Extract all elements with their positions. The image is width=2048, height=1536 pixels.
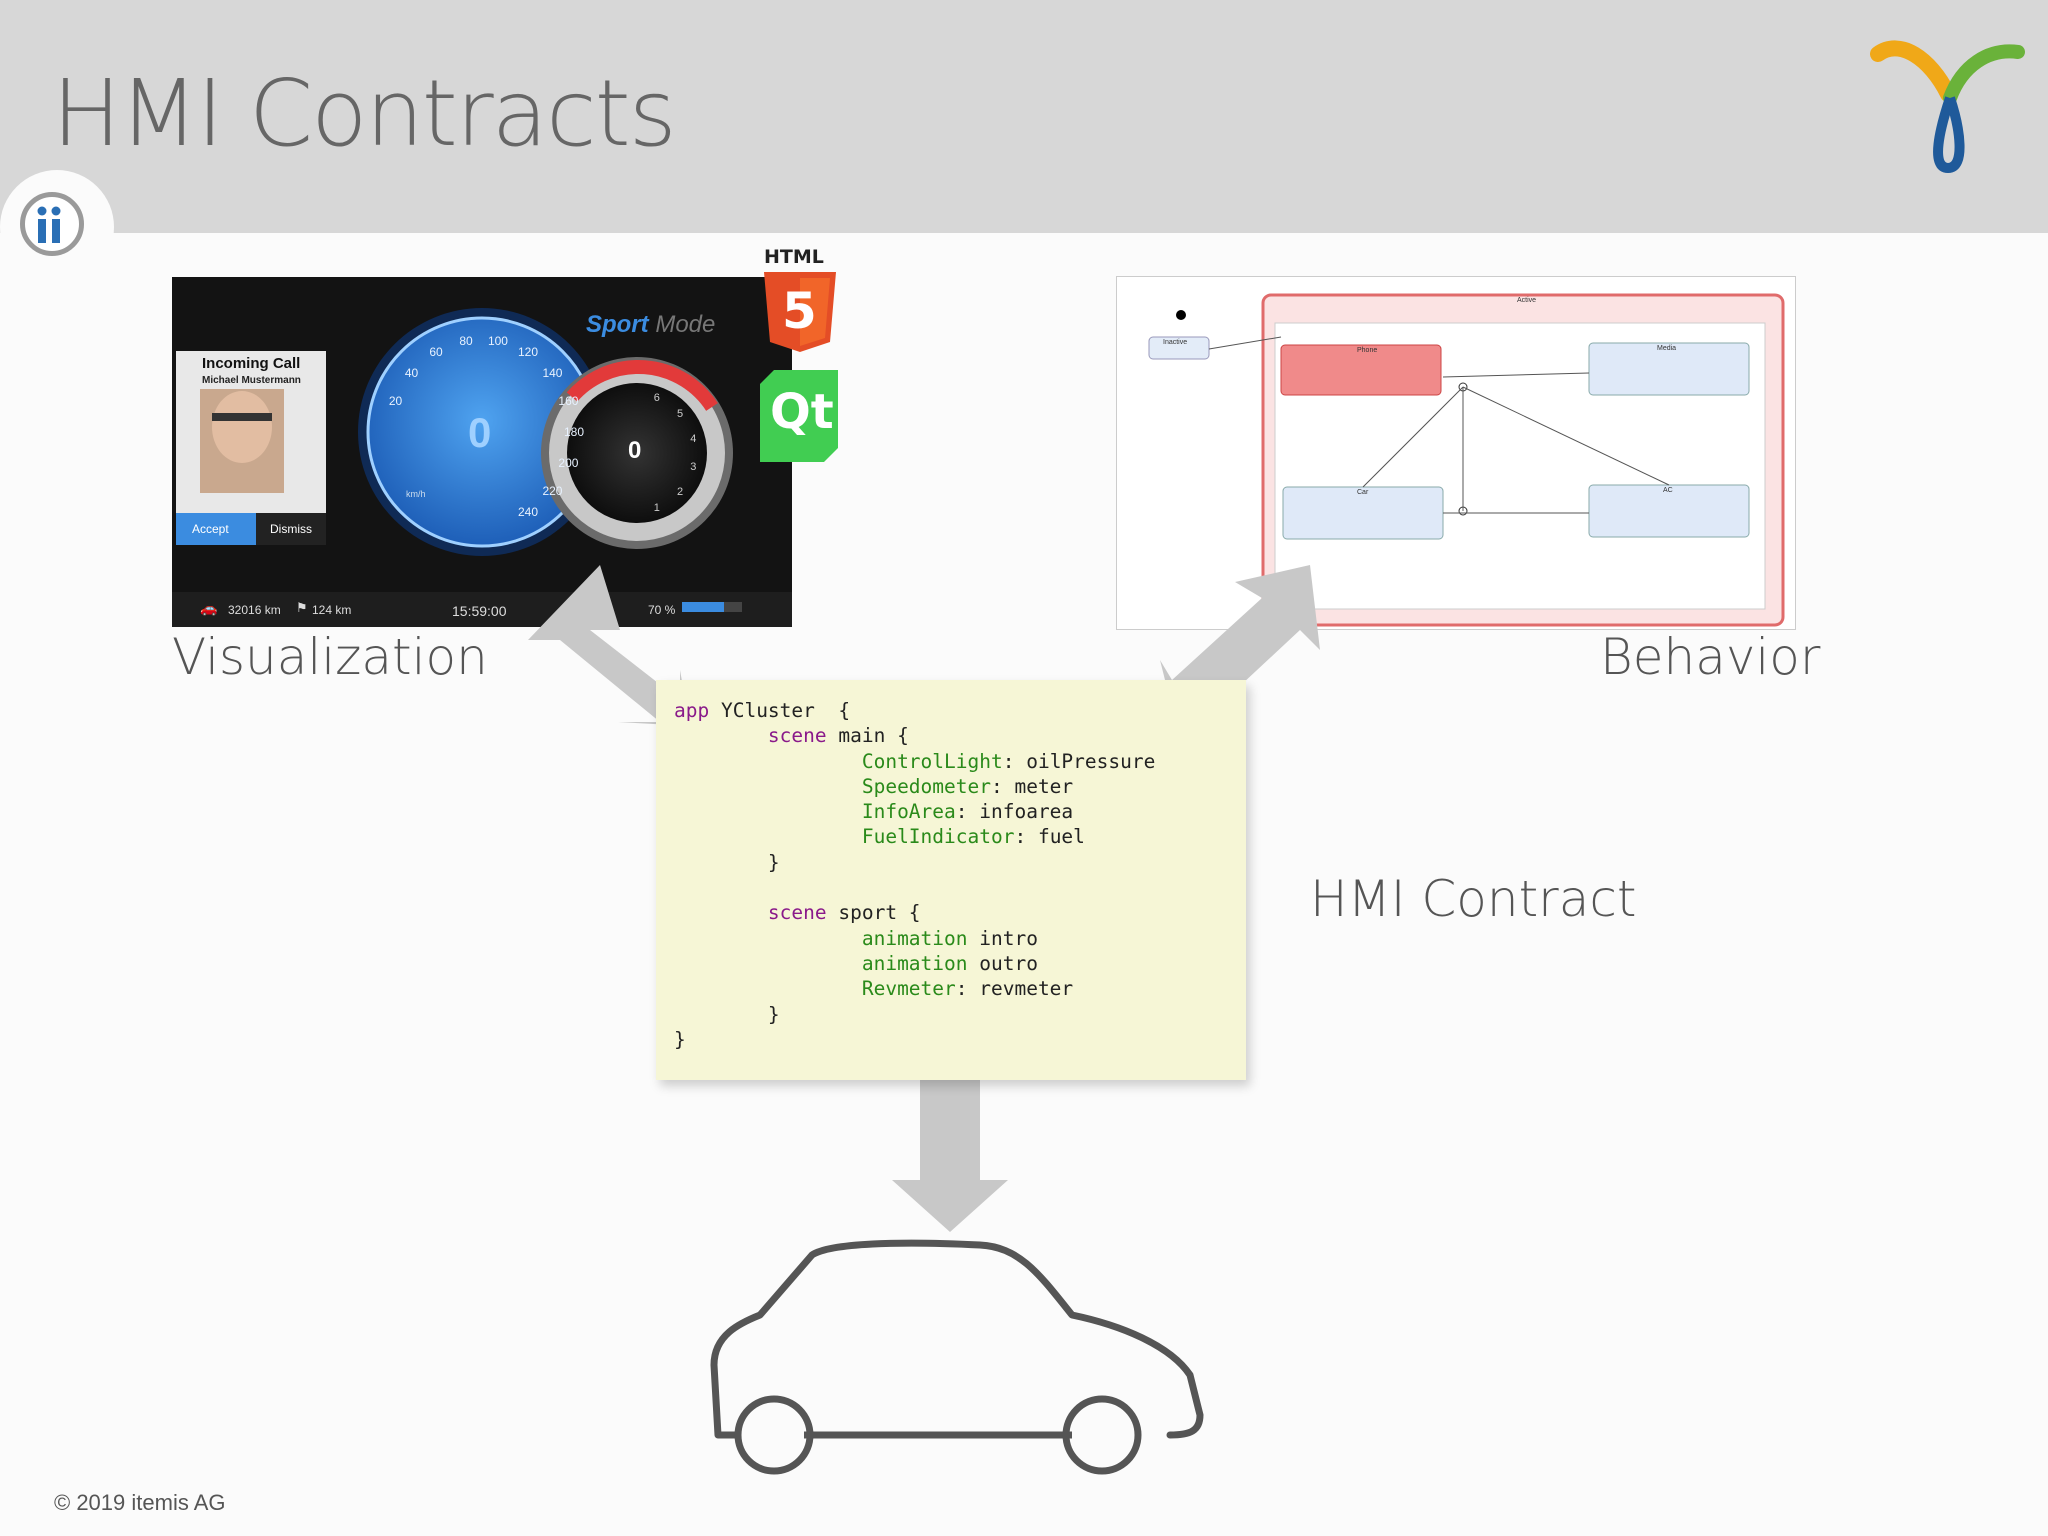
code-text: outro — [968, 952, 1038, 975]
state-label: Media — [1657, 345, 1676, 352]
html5-logo-icon: HTML 5 — [760, 246, 840, 358]
speed-tick-label: 180 — [564, 425, 584, 439]
code-text: : fuel — [1014, 825, 1084, 848]
code-keyword: scene — [768, 724, 827, 747]
rpm-tick-label: 4 — [690, 433, 696, 445]
incoming-call-label: Incoming Call — [202, 355, 300, 372]
rpm-tick-label: 1 — [654, 502, 660, 514]
accept-button[interactable]: Accept — [192, 522, 229, 536]
visualization-caption: Visualization — [172, 628, 488, 686]
code-line — [674, 875, 1155, 900]
code-line: Speedometer: meter — [674, 774, 1155, 799]
speed-tick-label: 160 — [558, 394, 578, 408]
behavior-caption: Behavior — [1600, 628, 1820, 686]
code-text: : revmeter — [956, 977, 1073, 1000]
state-label: Active — [1517, 297, 1536, 304]
fuel-level-bar — [682, 602, 724, 612]
copyright: © 2019 itemis AG — [54, 1490, 226, 1516]
code-text: } — [768, 851, 780, 874]
code-type: ControlLight — [862, 750, 1003, 773]
code-type: animation — [862, 927, 968, 950]
trip-distance: 124 km — [312, 603, 351, 617]
car-icon: 🚗 — [200, 601, 217, 617]
speed-tick-label: 220 — [542, 484, 562, 498]
code-text: intro — [968, 927, 1038, 950]
speed-tick-label: 80 — [459, 334, 472, 348]
rpm-tick-label: 6 — [654, 392, 660, 404]
speed-tick-label: 100 — [488, 334, 508, 348]
rpm-tick-label: 2 — [677, 486, 683, 498]
code-type: Revmeter — [862, 977, 956, 1000]
code-line: ControlLight: oilPressure — [674, 749, 1155, 774]
code-type: animation — [862, 952, 968, 975]
dismiss-button[interactable]: Dismiss — [270, 522, 312, 536]
code-keyword: scene — [768, 901, 827, 924]
hmi-contract-caption: HMI Contract — [1310, 870, 1636, 928]
speed-tick-label: 60 — [429, 345, 442, 359]
rpm-tick-label: 5 — [677, 408, 683, 420]
code-type: InfoArea — [862, 800, 956, 823]
html5-number: 5 — [782, 282, 817, 340]
code-type: Speedometer — [862, 775, 991, 798]
code-text: sport { — [827, 901, 921, 924]
code-line: } — [674, 850, 1155, 875]
slide-title: HMI Contracts — [52, 60, 675, 167]
car-sketch-icon — [700, 1235, 1210, 1495]
code-line: } — [674, 1002, 1155, 1027]
odometer: 32016 km — [228, 603, 281, 617]
visualization-screenshot: Incoming Call Michael Mustermann Accept … — [172, 277, 792, 627]
code-line: Revmeter: revmeter — [674, 976, 1155, 1001]
code-block: app YCluster { scene main { ControlLight… — [674, 698, 1155, 1052]
code-text: } — [674, 1028, 686, 1051]
speed-value: 0 — [468, 409, 491, 457]
code-text: } — [768, 1003, 780, 1026]
rpm-value: 0 — [628, 437, 641, 465]
code-line: FuelIndicator: fuel — [674, 824, 1155, 849]
code-text: YCluster { — [709, 699, 850, 722]
speed-tick-label: 200 — [558, 456, 578, 470]
caller-name: Michael Mustermann — [202, 375, 301, 386]
yakindu-logo-icon — [1870, 38, 2030, 178]
qt-text: Qt — [770, 384, 834, 440]
code-line: app YCluster { — [674, 698, 1155, 723]
code-line: } — [674, 1027, 1155, 1052]
state-label: AC — [1663, 487, 1673, 494]
hmi-contract-code-note: app YCluster { scene main { ControlLight… — [656, 680, 1246, 1080]
code-line: animation outro — [674, 951, 1155, 976]
speed-unit: km/h — [406, 489, 426, 499]
state-label: Inactive — [1163, 339, 1187, 346]
speed-tick-label: 20 — [389, 394, 402, 408]
state-label: Car — [1357, 489, 1368, 496]
speed-tick-label: 40 — [405, 366, 418, 380]
qt-logo-icon: Qt — [760, 370, 838, 462]
code-text: : infoarea — [956, 800, 1073, 823]
code-text: main { — [827, 724, 909, 747]
flag-icon: ⚑ — [296, 601, 308, 616]
code-line: InfoArea: infoarea — [674, 799, 1155, 824]
rpm-tick-label: 3 — [690, 461, 696, 473]
code-line: scene sport { — [674, 900, 1155, 925]
sport-mode-label: Sport — [586, 311, 649, 338]
code-line: scene main { — [674, 723, 1155, 748]
fuel-percentage: 70 % — [648, 603, 675, 617]
code-text: : meter — [991, 775, 1073, 798]
state-label: Phone — [1357, 347, 1377, 354]
clock: 15:59:00 — [452, 603, 507, 619]
speed-tick-label: 240 — [518, 505, 538, 519]
speed-tick-label: 120 — [518, 345, 538, 359]
code-text — [674, 876, 686, 899]
itemis-logo-icon — [0, 170, 114, 284]
speed-tick-label: 140 — [542, 366, 562, 380]
mode-label: Mode — [655, 311, 715, 338]
code-line: animation intro — [674, 926, 1155, 951]
code-type: FuelIndicator — [862, 825, 1015, 848]
code-keyword: app — [674, 699, 709, 722]
code-text: : oilPressure — [1003, 750, 1156, 773]
